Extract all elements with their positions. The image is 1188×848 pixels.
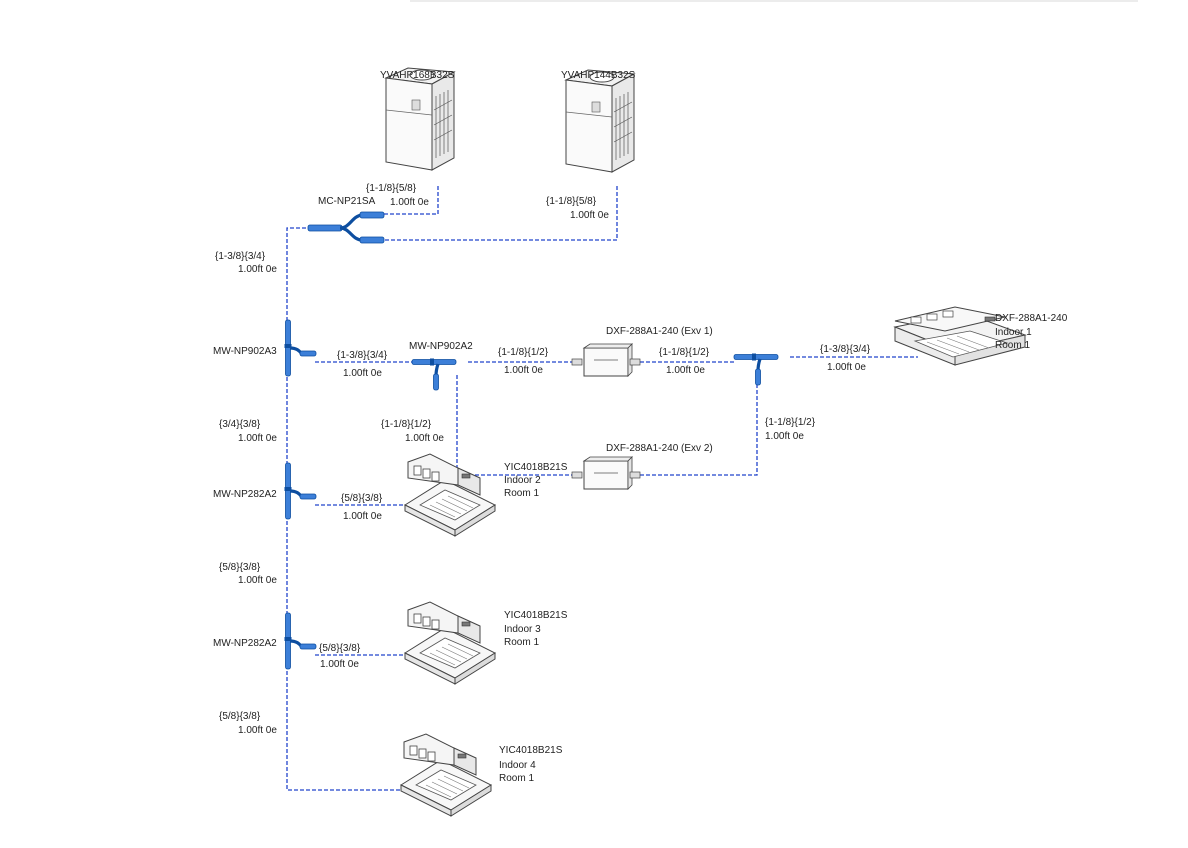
branch-3-down-length: 1.00ft 0e [238,725,277,736]
exv-1[interactable] [571,343,641,377]
main-pipe-length: 1.00ft 0e [238,264,277,275]
exv-2-label: DXF-288A1-240 (Exv 2) [606,443,713,454]
outdoor-unit-1-length: 1.00ft 0e [390,197,429,208]
branch-joint-1[interactable] [282,318,318,378]
sub-branch-model: MW-NP902A2 [409,341,473,352]
branch-3-pipe-size: {5/8}{3/8} [319,643,361,654]
outdoor-joint-model: MC-NP21SA [318,196,376,207]
exv-1-label: DXF-288A1-240 (Exv 1) [606,326,713,337]
outdoor-unit-1-pipe-size: {1-1/8}{5/8} [366,183,417,194]
branch-2-model: MW-NP282A2 [213,489,277,500]
branch-2-length: 1.00ft 0e [343,511,382,522]
branch-2-pipe-size: {5/8}{3/8} [341,493,383,504]
indoor-unit-2-room: Room 1 [504,488,539,499]
sub-branch-down-length: 1.00ft 0e [405,433,444,444]
indoor-joint-length: 1.00ft 0e [827,362,866,373]
outdoor-unit-2-length: 1.00ft 0e [570,210,609,221]
branch-joint-2[interactable] [282,461,318,521]
branch-3-length: 1.00ft 0e [320,659,359,670]
branch-3-down-size: {5/8}{3/8} [219,711,261,722]
indoor-unit-4-name: Indoor 4 [499,760,536,771]
branch-1-length: 1.00ft 0e [343,368,382,379]
branch-2-down-size: {5/8}{3/8} [219,562,261,573]
indoor-joint-pipe-size: {1-3/8}{3/4} [820,344,871,355]
pipe-network [286,186,918,791]
indoor-unit-4-room: Room 1 [499,773,534,784]
indoor-unit-3[interactable] [404,601,496,685]
indoor-unit-2[interactable] [404,453,496,537]
indoor-unit-1-room: Room 1 [995,340,1030,351]
exv-1-out-size: {1-1/8}{1/2} [659,347,710,358]
branch-joint-3[interactable] [282,611,318,671]
branch-1-down-length: 1.00ft 0e [238,433,277,444]
pipe-odu2 [380,186,618,241]
main-pipe-size: {1-3/8}{3/4} [215,251,266,262]
indoor-unit-2-name: Indoor 2 [504,475,541,486]
indoor-unit-1-name: Indoor 1 [995,327,1032,338]
pipe-exv2-to-joint [640,375,758,476]
pipe-odu1 [380,186,439,215]
indoor-unit-2-model: YIC4018B21S [504,462,568,473]
sub-branch-to-exv-size: {1-1/8}{1/2} [498,347,549,358]
branch-3-model: MW-NP282A2 [213,638,277,649]
indoor-unit-3-name: Indoor 3 [504,624,541,635]
exv-1-out-length: 1.00ft 0e [666,365,705,376]
exv-2-in-size: {1-1/8}{1/2} [765,417,816,428]
branch-1-model: MW-NP902A3 [213,346,277,357]
exv-2[interactable] [571,456,641,490]
indoor-unit-1-model: DXF-288A1-240 [995,313,1068,324]
outdoor-unit-2[interactable] [565,69,635,173]
exv-2-in-length: 1.00ft 0e [765,431,804,442]
branch-1-down-size: {3/4}{3/8} [219,419,261,430]
outdoor-unit-1-model: YVAHP168B32S [380,70,455,81]
branch-1-pipe-size: {1-3/8}{3/4} [337,350,388,361]
indoor-unit-4[interactable] [400,733,492,817]
indoor-joint[interactable] [732,351,780,387]
outdoor-unit-1[interactable] [385,67,455,171]
branch-2-down-length: 1.00ft 0e [238,575,277,586]
sub-branch-down-size: {1-1/8}{1/2} [381,419,432,430]
pipe-main-riser [286,227,400,791]
outdoor-unit-2-pipe-size: {1-1/8}{5/8} [546,196,597,207]
sub-branch-joint[interactable] [410,356,458,392]
sub-branch-to-exv-length: 1.00ft 0e [504,365,543,376]
indoor-unit-3-room: Room 1 [504,637,539,648]
outdoor-unit-2-model: YVAHP144B32S [561,70,636,81]
indoor-unit-4-model: YIC4018B21S [499,745,563,756]
indoor-unit-3-model: YIC4018B21S [504,610,568,621]
outdoor-joint-fitting[interactable] [307,211,385,244]
